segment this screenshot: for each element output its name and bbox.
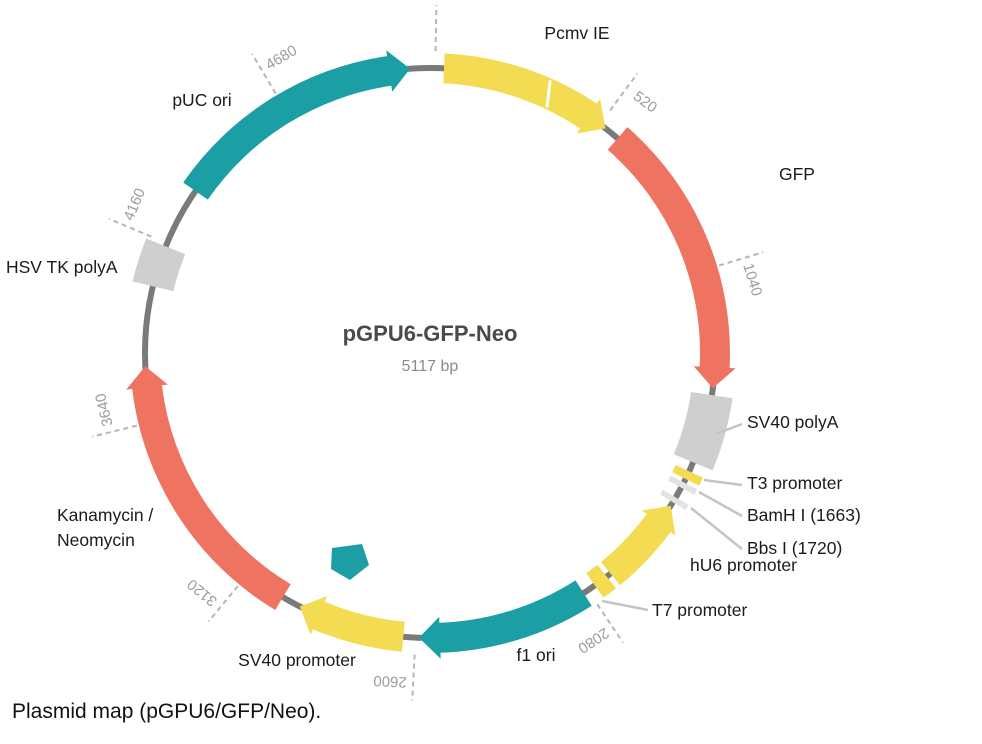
tick-label-2600: 2600 [373, 672, 407, 691]
feature-puc-ori [183, 50, 411, 200]
tick-label-3120: 3120 [184, 575, 221, 609]
feature-label-pcmv-ie: Pcmv IE [544, 23, 609, 43]
feature-sv40-polya [673, 392, 733, 471]
feature-label-f1-ori: f1 ori [517, 645, 556, 665]
tick-1040 [718, 251, 764, 267]
feature-bbsi-site [660, 489, 689, 511]
plasmid-size: 5117 bp [402, 358, 459, 375]
feature-label-bamhi-site: BamH I (1663) [747, 505, 861, 525]
small-pentagon-marker [331, 544, 369, 580]
feature-label-gfp: GFP [779, 164, 815, 184]
leader-line-t3-promoter [703, 478, 743, 487]
tick-label-4680: 4680 [263, 42, 300, 74]
feature-gfp [607, 127, 736, 389]
tick-label-2080: 2080 [575, 624, 612, 657]
feature-t3-promoter [672, 465, 703, 486]
leader-line-bamhi-site [698, 490, 743, 518]
leader-line-bbsi-site [690, 507, 743, 550]
feature-label-t7-promoter: T7 promoter [652, 600, 747, 620]
tick-2600 [411, 654, 416, 701]
feature-label-sv40-polya: SV40 polyA [747, 412, 839, 432]
tick-label-3640: 3640 [92, 392, 117, 428]
tick-3120 [207, 585, 239, 623]
tick-4160 [108, 217, 152, 238]
feature-sv40-promoter [299, 596, 405, 652]
feature-label-sv40-promoter: SV40 promoter [238, 650, 356, 670]
feature-t7-promoter [586, 564, 616, 598]
plasmid-title: pGPU6-GFP-Neo [343, 321, 518, 346]
feature-kan-neo [126, 366, 291, 610]
feature-label-hsv-tk-polya: HSV TK polyA [6, 257, 118, 277]
feature-label-t3-promoter: T3 promoter [747, 473, 842, 493]
feature-hsv-tk-polya [132, 238, 186, 292]
feature-label2-kan-neo: Neomycin [57, 530, 135, 550]
feature-label-puc-ori: pUC ori [172, 90, 231, 110]
figure-caption: Plasmid map (pGPU6/GFP/Neo). [12, 700, 322, 723]
leader-line-sv40-polya [715, 422, 743, 436]
feature-label-hu6-promoter: hU6 promoter [690, 555, 797, 575]
tick-520 [609, 72, 639, 112]
tick-4680 [251, 53, 277, 94]
tick-2080 [596, 603, 624, 644]
tick-label-1040: 1040 [739, 261, 765, 298]
feature-pcmv-ie [443, 53, 606, 134]
tick-origin [434, 5, 438, 52]
feature-label-kan-neo: Kanamycin / [57, 505, 153, 525]
feature-label-bbsi-site: Bbs I (1720) [747, 538, 842, 558]
feature-hu6-promoter [601, 505, 676, 586]
feature-f1-ori [419, 580, 592, 659]
feature-bamhi-site [668, 475, 698, 495]
feature-divider-pcmv-ie [545, 80, 552, 108]
tick-label-520: 520 [630, 88, 660, 117]
tick-3640 [91, 424, 138, 438]
leader-line-t7-promoter [601, 599, 649, 612]
tick-label-4160: 4160 [120, 186, 149, 223]
